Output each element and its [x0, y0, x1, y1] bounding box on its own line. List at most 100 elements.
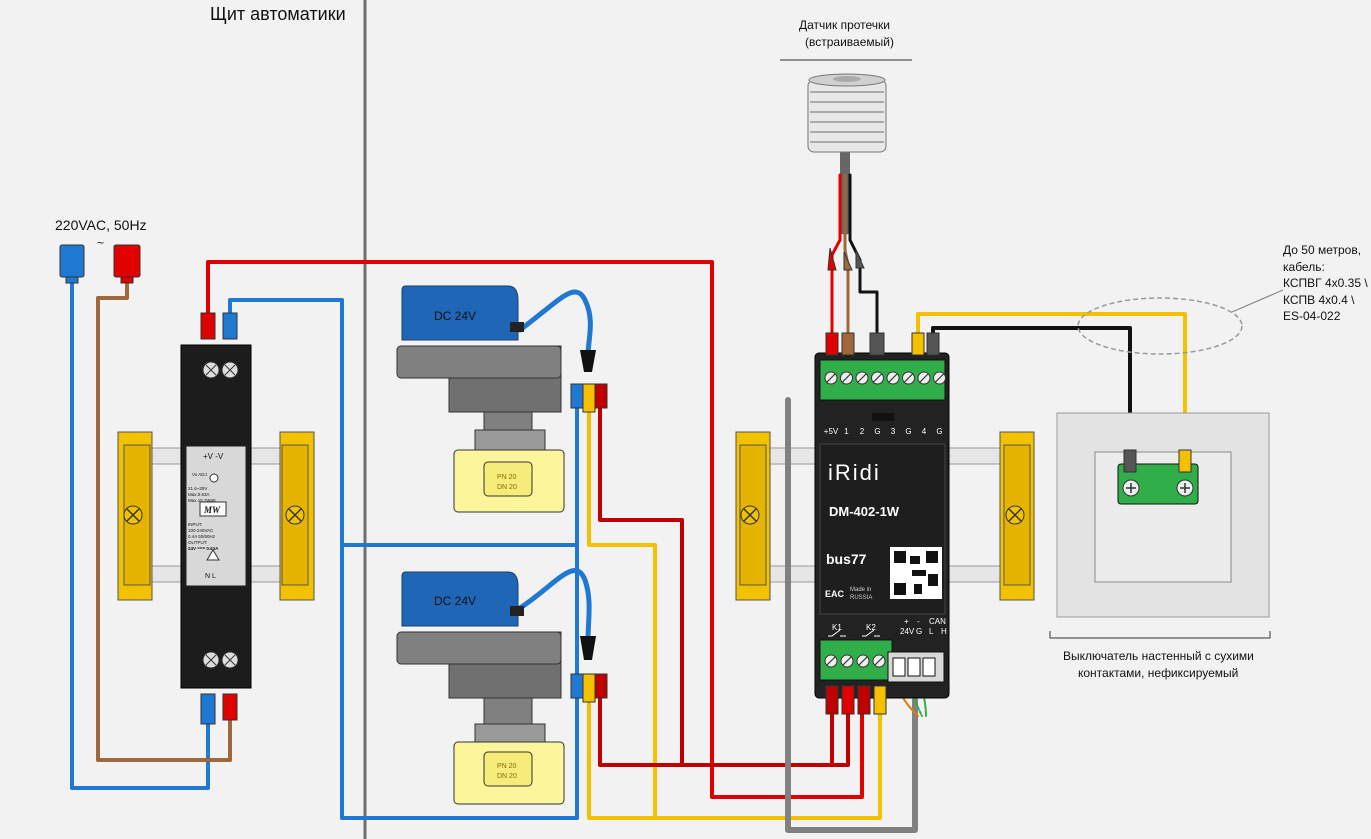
psu-input-line: 0.4A 50/60Hz	[188, 534, 216, 539]
module-bus-logo: bus77	[826, 551, 867, 567]
terminal-screw-slot	[919, 373, 929, 383]
terminal-label: 4	[922, 427, 927, 436]
wire-mains-blue	[70, 278, 210, 790]
wire-switch-black	[931, 326, 1132, 457]
cable-note-line: КСПВ 4x0.4 \	[1283, 292, 1355, 307]
relay-k2-contact-icon	[862, 629, 880, 637]
terminal-label: G	[874, 427, 880, 436]
relay-k2-label: K2	[866, 623, 876, 632]
terminal-screw-slot	[842, 373, 851, 383]
relay-screw-slot	[858, 656, 868, 666]
wire-switch-yellow	[916, 312, 1187, 457]
wire-sensor-red	[830, 173, 842, 334]
actuator-valve-bottom: DC 24V PN 20 DN 20	[396, 571, 565, 805]
terminal-screw-slot	[873, 373, 882, 383]
cable-note-line: ES-04-022	[1283, 309, 1341, 323]
psu-spec: Max.15.2Watt	[188, 498, 216, 503]
wire-act1-yellow	[587, 393, 882, 820]
wire-24v-red	[206, 260, 864, 799]
module-made-label: Made in	[850, 587, 871, 593]
actuator-label: DC 24V	[434, 594, 476, 608]
terminal-label: 3	[891, 427, 896, 436]
actuator-cable	[517, 568, 592, 643]
relay-screw-slot	[874, 656, 884, 666]
wall-switch	[1049, 412, 1271, 639]
valve-dn-label: DN 20	[497, 484, 517, 491]
din-bracket	[735, 431, 771, 601]
mains-plug-phase	[113, 244, 141, 284]
terminal-screw-slot	[888, 373, 898, 383]
panel-title: Щит автоматики	[210, 4, 346, 24]
ferrule-group-actuator-top	[570, 350, 608, 413]
can-l-label: L	[929, 627, 934, 636]
terminal-label: G	[936, 427, 942, 436]
switch-bracket-line	[1049, 631, 1271, 639]
ferrule-group-sensor	[827, 247, 865, 271]
wire-mains-brown	[96, 278, 232, 762]
din-bracket	[117, 431, 153, 601]
cable-note-line: кабель:	[1283, 259, 1325, 274]
terminal-screw-slot	[857, 373, 867, 383]
din-bracket	[279, 431, 315, 601]
iridi-module: iRidi DM-402-1W bus77 Made in RUSSIA EAC…	[814, 352, 950, 699]
module-brand-logo: iRidi	[828, 460, 881, 485]
terminal-label: 2	[860, 427, 865, 436]
wire-grey	[785, 397, 918, 833]
wire-act1-darkred	[598, 393, 850, 767]
cable-note-line: КСПВГ 4x0.35 \	[1283, 276, 1368, 290]
relay-k1-label: K1	[832, 623, 842, 632]
psu-input-line: INPUT:	[188, 522, 202, 527]
power-minus-label: -	[917, 617, 920, 626]
relay-screw-slot	[826, 656, 836, 666]
psu-terminals-bottom: N L	[205, 573, 216, 580]
terminal-label: 1	[844, 427, 849, 436]
cable-callout-line	[1231, 289, 1284, 313]
wire-sensor-black	[848, 173, 879, 334]
terminal-label: G	[905, 427, 911, 436]
actuator-cable	[517, 289, 593, 358]
psu-terminals-top: +V -V	[203, 452, 224, 461]
adj-knob-icon	[209, 473, 219, 483]
ferrule-group-psu-bottom	[200, 693, 238, 725]
relay-k1-contact-icon	[828, 629, 846, 637]
terminal-screw-slot	[826, 373, 836, 383]
leak-sensor	[780, 59, 912, 153]
power-supply: +V -V Vo ADJ. 21.6~29V Max.0.63A Max.15.…	[180, 344, 252, 689]
psu-brand-logo: MW	[203, 505, 221, 515]
valve-pn-label: PN 20	[497, 474, 517, 481]
power-g-label: G	[916, 627, 922, 636]
cable-callout-ellipse	[1077, 297, 1243, 355]
terminal-screw-slot	[935, 373, 944, 383]
can-label: CAN	[929, 617, 946, 626]
actuator-label: DC 24V	[434, 309, 476, 323]
psu-input-line: 100-240VAC	[188, 528, 214, 533]
terminal-screw-slot	[904, 373, 913, 383]
terminal-label: +5V	[824, 427, 839, 436]
psu-adj-label: Vo ADJ.	[192, 472, 208, 477]
mains-plug-neutral	[59, 244, 85, 284]
power-24v-label: 24V	[900, 627, 915, 636]
wire-act2-darkred	[598, 688, 834, 767]
ferrule-group-module-top	[825, 332, 940, 356]
switch-label-line1: Выключатель настенный с сухими	[1063, 649, 1254, 663]
relay-screw-slot	[842, 656, 852, 666]
mains-label: 220VAC, 50Hz	[55, 217, 147, 233]
ferrule-group-actuator-bottom	[570, 636, 608, 703]
actuator-valve-top: DC 24V PN 20 DN 20	[396, 285, 565, 513]
wire-act2-yellow	[587, 688, 657, 820]
can-h-label: H	[941, 627, 947, 636]
sensor-label-line2: (встраиваемый)	[805, 35, 894, 49]
wire-24v-blue	[228, 298, 579, 820]
switch-label-line2: контактами, нефиксируемый	[1078, 666, 1239, 680]
psu-input-line: OUTPUT:	[188, 540, 207, 545]
sensor-label-line1: Датчик протечки	[799, 18, 890, 32]
psu-spec: 21.6~29V	[188, 486, 207, 491]
valve-pn-label: PN 20	[497, 763, 517, 770]
module-country-label: RUSSIA	[850, 595, 872, 601]
cable-note-line: До 50 метров,	[1283, 243, 1362, 257]
ferrule-group-module-bottom	[825, 685, 887, 715]
ac-tilde-label: ~	[97, 236, 105, 250]
valve-dn-label: DN 20	[497, 773, 517, 780]
